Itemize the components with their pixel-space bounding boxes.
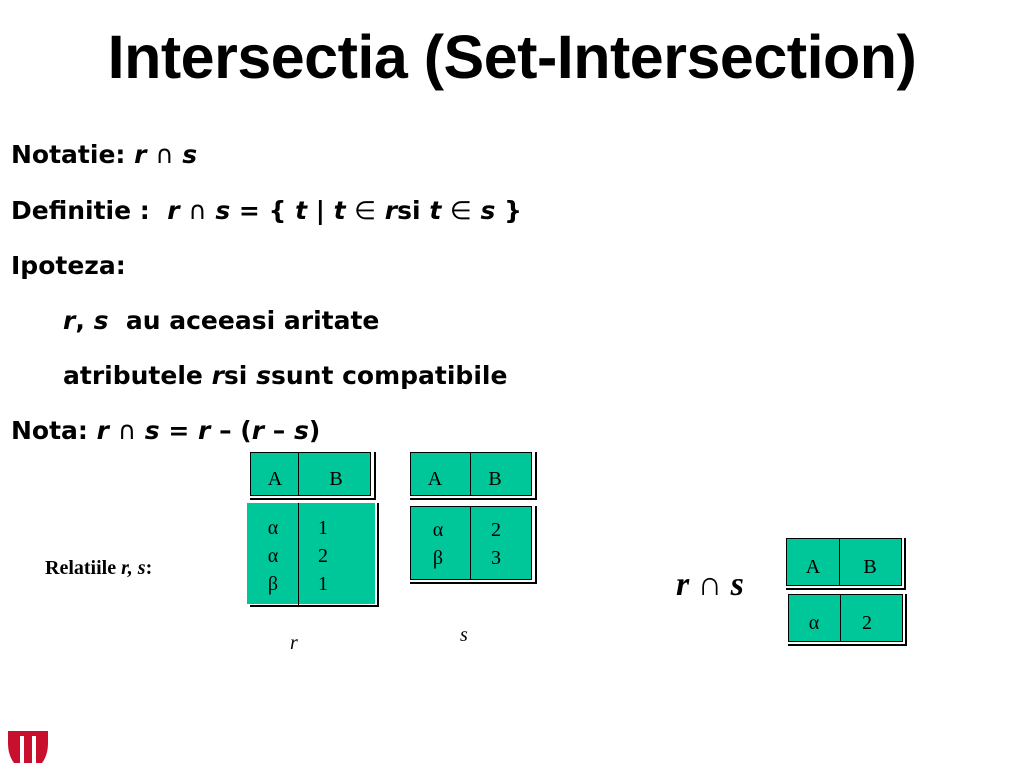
ip1-comma: ,	[75, 306, 85, 335]
ipoteza-item-compatibile: atributele rsi ssunt compatibile	[63, 361, 507, 390]
table-r-header-shadow	[250, 452, 376, 500]
table-r-cell-a3: β	[267, 573, 279, 595]
result-label: r ∩ s	[676, 566, 744, 603]
table-r-header	[250, 452, 371, 496]
notatie-cap-symbol: ∩	[155, 140, 174, 169]
table-r-header-b: B	[329, 468, 343, 490]
table-r-cell-b2: 2	[318, 545, 328, 567]
definitie-label: Definitie :	[11, 196, 150, 225]
table-s-body-shadow	[410, 506, 537, 584]
logo-right-arc	[36, 731, 48, 763]
notatie-r: r	[134, 140, 147, 169]
def-t1: t	[295, 196, 308, 225]
table-result-header-b: B	[863, 556, 877, 578]
def-r: r	[167, 196, 180, 225]
def-t2: t	[333, 196, 346, 225]
table-s-col-a: α β	[415, 516, 461, 572]
table-s-header-shadow	[410, 452, 537, 500]
logo-top-bar	[8, 731, 48, 736]
def-eq: = {	[238, 196, 287, 225]
table-s-cell-a1: α	[432, 519, 444, 541]
table-result-row-shadow	[788, 594, 907, 646]
table-s-header-b: B	[488, 468, 502, 490]
def-cap-symbol: ∩	[188, 196, 207, 225]
notatie-line: Notatie: r ∩ s	[11, 140, 197, 169]
table-result-row-divider	[840, 594, 841, 642]
table-s-header	[410, 452, 532, 496]
table-r-cell-a2: α	[267, 545, 279, 567]
nota-cap-symbol: ∩	[117, 416, 137, 445]
table-s-body	[410, 506, 532, 580]
table-r-body-shadow	[250, 503, 379, 607]
def-close: }	[504, 196, 522, 225]
table-r-header-a: A	[267, 468, 283, 490]
def-si: si	[397, 196, 421, 225]
logo-center-bar	[24, 731, 32, 763]
table-s-body-divider	[470, 506, 471, 580]
table-r-col-b: 1 2 1	[300, 514, 346, 598]
table-result-cell-b: 2	[862, 612, 872, 634]
table-result-header-a: A	[805, 556, 821, 578]
nota-s: s	[144, 416, 160, 445]
nota-open: (	[240, 416, 252, 445]
table-s-cell-b2: 3	[491, 547, 501, 569]
table-r-cell-b3: 1	[318, 573, 328, 595]
nota-line: Nota: r ∩ s = r – (r – s)	[11, 416, 320, 445]
table-result-header-divider	[839, 538, 840, 586]
slide-title: Intersectia (Set-Intersection)	[107, 23, 917, 91]
table-r-body	[247, 503, 375, 604]
relations-label-text: Relatiile	[45, 557, 117, 579]
nota-close: )	[308, 416, 321, 445]
table-r-cell-a1: α	[267, 517, 279, 539]
ip1-r: r	[63, 306, 76, 335]
university-logo-icon	[8, 731, 48, 763]
nota-minus2: –	[272, 416, 286, 445]
table-result-header	[786, 538, 902, 586]
logo-left-arc	[8, 731, 20, 763]
ip1-text: au aceeasi aritate	[125, 306, 380, 335]
table-result-row	[788, 594, 903, 642]
definitie-line: Definitie : r ∩ s = { t | t ∈ rsi t ∈ s …	[11, 196, 522, 225]
nota-label: Nota:	[11, 416, 88, 445]
def-in2: ∈	[449, 196, 472, 225]
table-r-body-divider	[298, 503, 299, 605]
def-t3: t	[429, 196, 442, 225]
nota-s2: s	[294, 416, 309, 445]
table-result-header-shadow	[786, 538, 906, 590]
table-r-cell-b1: 1	[318, 517, 328, 539]
nota-r3: r	[251, 416, 265, 445]
nota-eq: =	[168, 416, 190, 445]
def-bar: |	[315, 196, 325, 225]
ip2-si: si	[223, 361, 248, 390]
table-s-col-b: 2 3	[473, 516, 519, 572]
ip1-s: s	[93, 306, 109, 335]
def-in1: ∈	[354, 196, 377, 225]
table-r-caption: r	[290, 632, 298, 654]
relations-label-colon: :	[145, 557, 153, 579]
ip2-pre: atributele	[63, 361, 203, 390]
ipoteza-heading: Ipoteza:	[11, 251, 126, 280]
ip2-r: r	[211, 361, 224, 390]
table-s-header-a: A	[427, 468, 443, 490]
ip2-s: s	[256, 361, 271, 390]
notatie-s: s	[182, 140, 198, 169]
def-s2: s	[480, 196, 496, 225]
def-r2: r	[384, 196, 398, 225]
nota-minus: –	[219, 416, 232, 445]
ipoteza-item-aritate: r, s au aceeasi aritate	[63, 306, 379, 335]
nota-r2: r	[198, 416, 211, 445]
table-s-cell-a2: β	[432, 547, 444, 569]
notatie-label: Notatie:	[11, 140, 126, 169]
table-s-caption: s	[460, 624, 468, 646]
relations-label-vars: r, s	[121, 557, 146, 579]
relations-label: Relatiile r, s:	[45, 557, 152, 580]
table-r-col-a: α α β	[250, 514, 296, 598]
def-s: s	[215, 196, 231, 225]
table-s-header-divider	[470, 452, 471, 496]
table-s-cell-b1: 2	[491, 519, 501, 541]
table-result-cell-a: α	[808, 612, 820, 634]
ip2-post: sunt compatibile	[270, 361, 508, 390]
nota-r: r	[96, 416, 109, 445]
table-r-header-divider	[298, 452, 299, 496]
